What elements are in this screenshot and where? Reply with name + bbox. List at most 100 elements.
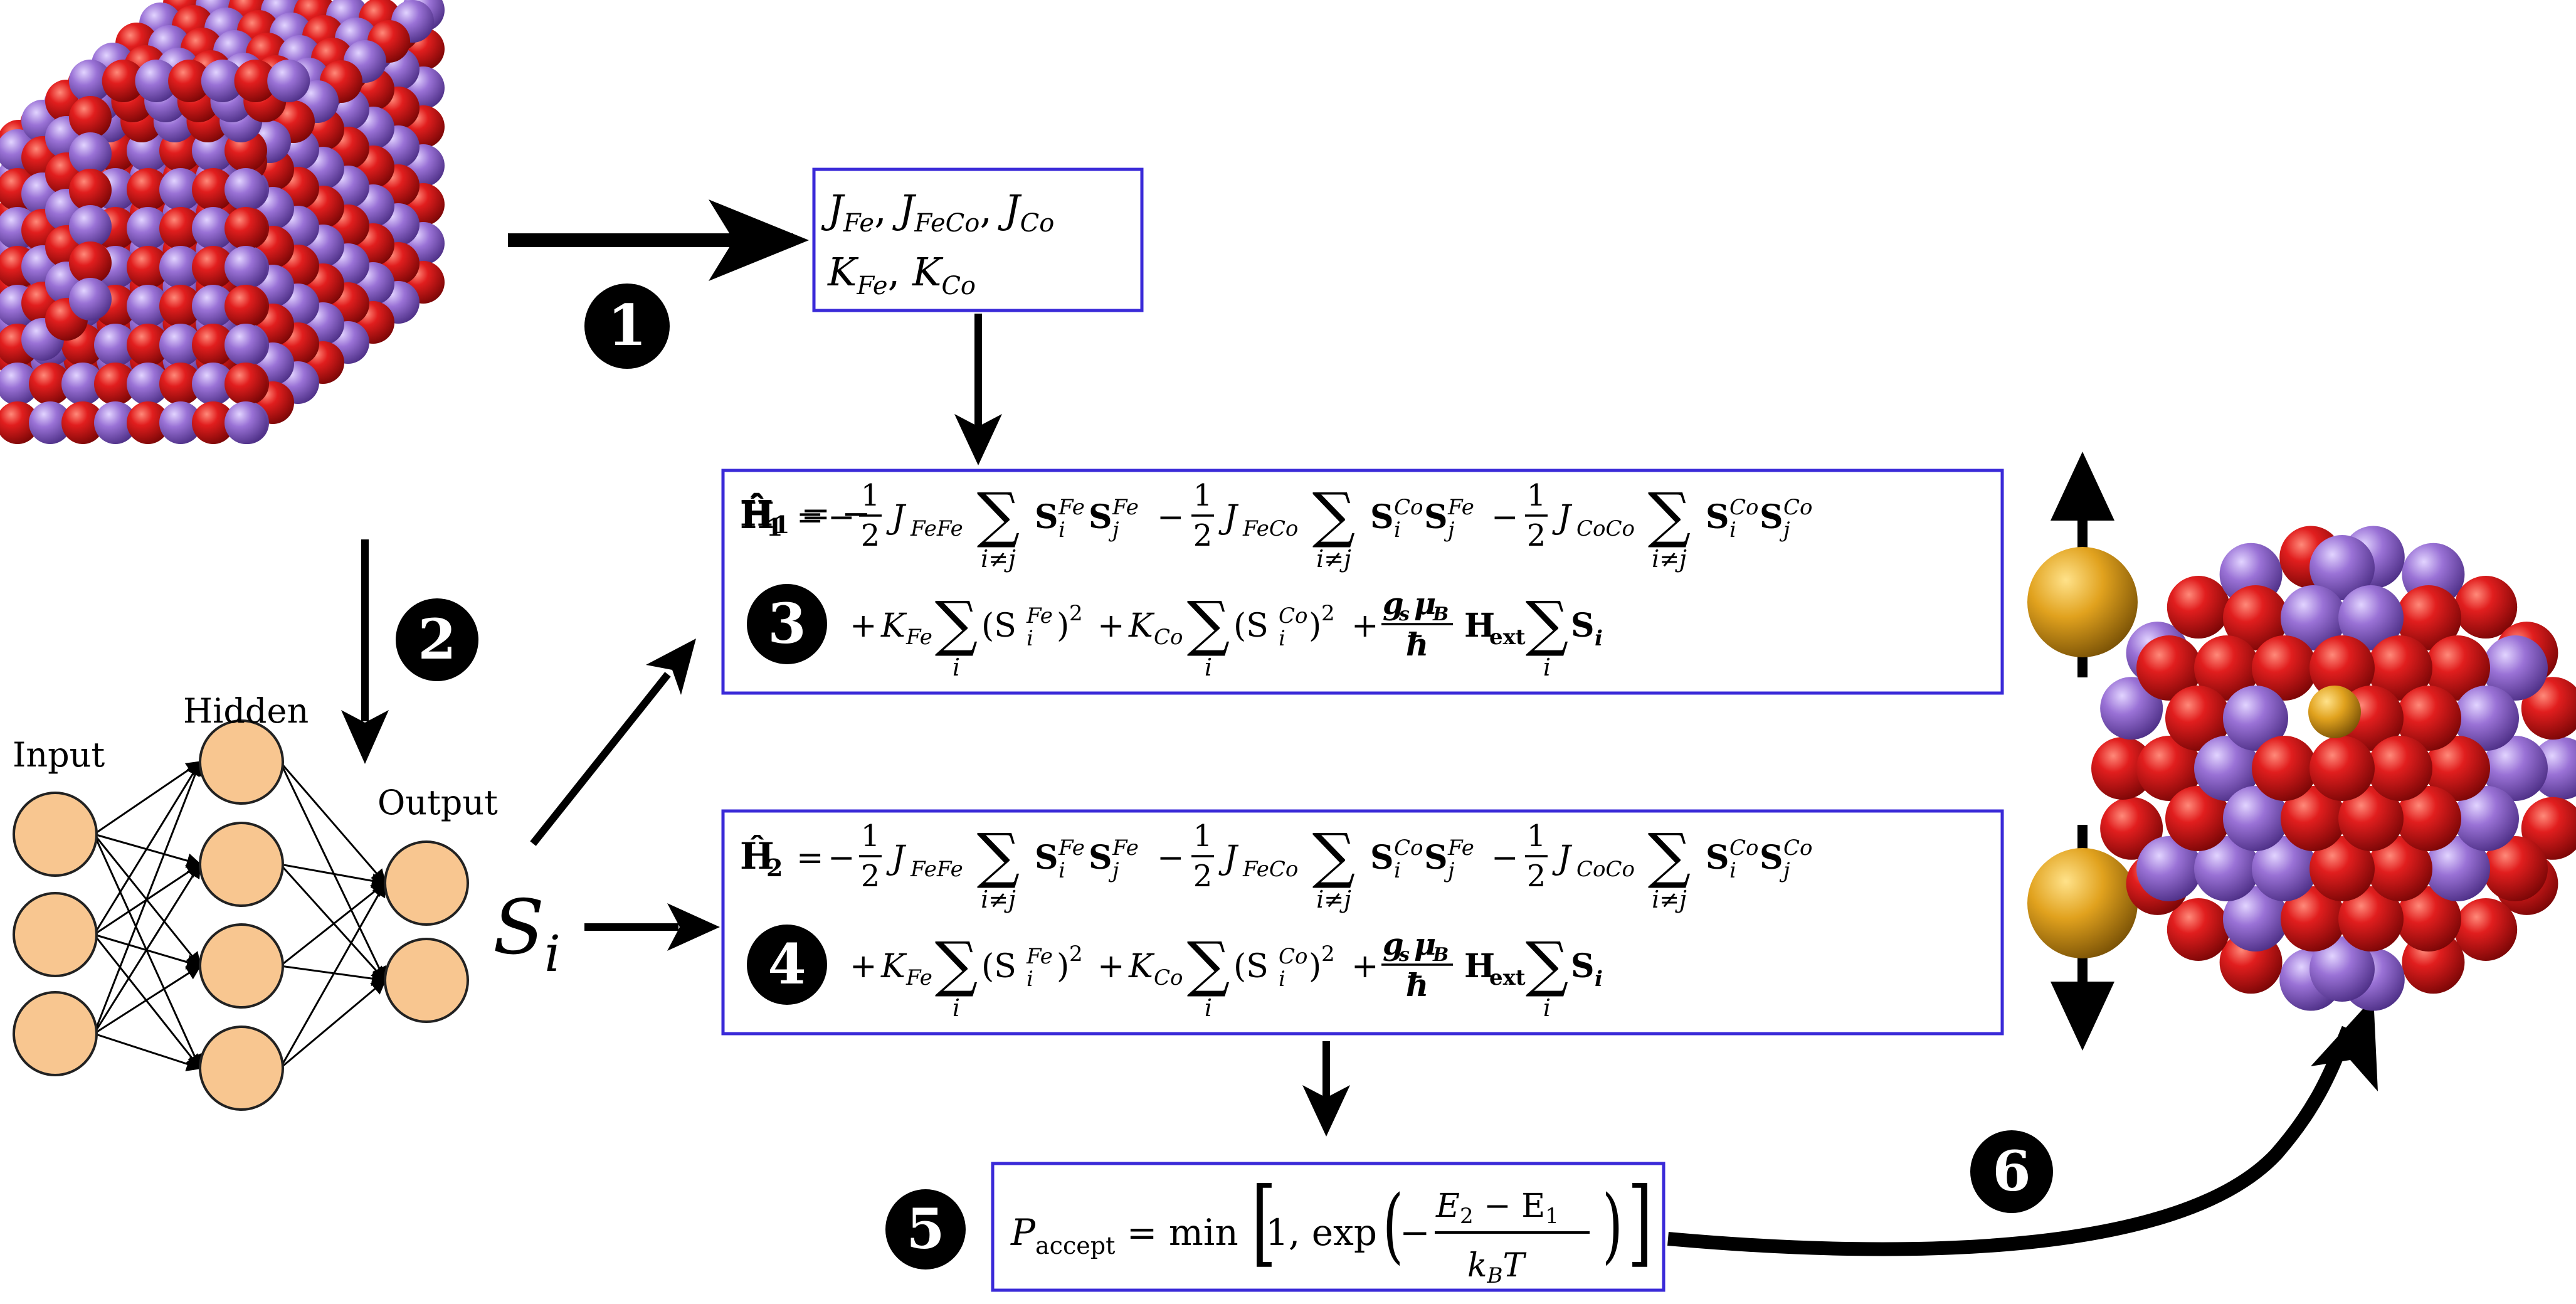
cluster-atom [2425, 836, 2490, 901]
svg-text:CoCo: CoCo [1576, 516, 1635, 541]
svg-text:i: i [1595, 967, 1603, 992]
atom [192, 246, 235, 289]
curved-arrow-icon [1667, 997, 2378, 1256]
atom [127, 168, 169, 211]
atom [69, 60, 112, 102]
svg-text:1: 1 [1193, 819, 1213, 854]
atom [224, 324, 267, 366]
svg-text:−: − [1491, 839, 1519, 877]
hidden-neuron [199, 923, 284, 1009]
svg-text:μ: μ [1414, 927, 1436, 962]
svg-text:s: s [1398, 944, 1410, 966]
svg-text:+: + [850, 607, 877, 645]
cluster-atom [2454, 786, 2519, 851]
output-neuron [384, 938, 469, 1023]
svg-text:S: S [1035, 839, 1058, 877]
atom [224, 363, 267, 405]
svg-text:[: [ [1251, 1167, 1277, 1277]
parameters-box: JFe, JFeCo, JCo KFe, KCo [812, 167, 1144, 312]
svg-text:i: i [1279, 626, 1285, 651]
svg-text:H: H [1464, 607, 1495, 645]
svg-text:Ĥ1 = −: Ĥ1 = − [740, 492, 871, 539]
network-input-label: Input [13, 735, 105, 775]
atom [159, 401, 202, 444]
nn-edge [93, 965, 202, 1035]
atom [192, 168, 235, 211]
atom [29, 401, 71, 444]
svg-text:K: K [1128, 948, 1155, 985]
svg-text:S: S [1760, 498, 1783, 536]
atom [135, 60, 178, 102]
svg-text:∑: ∑ [1187, 588, 1230, 659]
input-neuron [13, 792, 98, 877]
output-neuron [384, 840, 469, 926]
svg-text:∑: ∑ [1312, 480, 1356, 550]
svg-text:1: 1 [861, 478, 880, 513]
svg-text:Co: Co [1729, 495, 1758, 520]
atom [69, 132, 112, 175]
svg-text:(S: (S [981, 607, 1016, 645]
svg-text:−: − [828, 499, 855, 536]
svg-text:+: + [1097, 948, 1125, 985]
atom [192, 401, 235, 444]
svg-text:S: S [1089, 839, 1112, 877]
svg-text:2: 2 [766, 854, 783, 882]
svg-text:−: − [1157, 839, 1185, 877]
svg-text:i: i [1729, 517, 1736, 543]
nn-edge [93, 1032, 202, 1071]
spin-up-arrow-icon [2027, 452, 2138, 677]
arrow-h2-to-acceptance [1302, 1041, 1350, 1137]
svg-text:i: i [1058, 858, 1065, 883]
svg-text:Co: Co [1729, 835, 1758, 861]
cluster-atom [2367, 836, 2432, 901]
cluster-atom [2454, 686, 2519, 751]
svg-text:+: + [1097, 607, 1125, 645]
cluster-atom [2396, 686, 2461, 751]
neural-network-icon [13, 719, 469, 1111]
atom [127, 207, 169, 250]
svg-text:=: = [796, 499, 824, 536]
atom [192, 324, 235, 366]
anisotropy-constants: KFe, KCo [827, 249, 976, 300]
atom [192, 207, 235, 250]
atom [224, 285, 267, 327]
svg-text:1: 1 [1193, 478, 1213, 513]
cluster-atom [2194, 635, 2259, 701]
svg-text:i≠j: i≠j [1652, 545, 1687, 573]
svg-text:i: i [1205, 994, 1212, 1022]
svg-text:s: s [1398, 603, 1410, 625]
atom [29, 363, 71, 405]
cluster-atom [2223, 686, 2288, 751]
hidden-neuron [199, 1026, 284, 1111]
svg-text:S: S [1571, 607, 1595, 645]
cluster-atom [2309, 736, 2375, 801]
svg-text:S: S [1424, 498, 1448, 536]
cluster-atom [2136, 736, 2202, 801]
nn-edge [93, 934, 201, 1070]
step-badge-6: 6 [1970, 1130, 2053, 1213]
nn-edge [93, 761, 202, 835]
step-badge-3: 3 [747, 584, 827, 664]
svg-text:Fe: Fe [1447, 835, 1474, 861]
atom [224, 207, 267, 250]
svg-text:2: 2 [1321, 601, 1335, 626]
svg-text:−: − [1491, 499, 1519, 536]
spin-down-arrow-icon [2027, 825, 2138, 1051]
svg-text:i: i [1279, 967, 1285, 992]
atom [224, 246, 267, 289]
svg-text:∑: ∑ [1526, 929, 1569, 999]
cluster-atom [2309, 936, 2375, 1002]
svg-text:∑: ∑ [935, 588, 978, 659]
bcc-crystal-cube-icon [0, 0, 445, 444]
svg-text:1, exp: 1, exp [1265, 1211, 1377, 1254]
cluster-atom [2165, 686, 2230, 751]
arrow-cube-to-params [508, 199, 809, 281]
cluster-atom [2100, 677, 2163, 740]
nn-edge [93, 760, 201, 935]
step-number-4: 4 [768, 931, 806, 997]
atom [94, 363, 137, 405]
svg-text:FeCo: FeCo [1242, 857, 1298, 882]
svg-text:∑: ∑ [1648, 820, 1691, 891]
atom [61, 363, 104, 405]
cluster-atom [2483, 836, 2548, 901]
